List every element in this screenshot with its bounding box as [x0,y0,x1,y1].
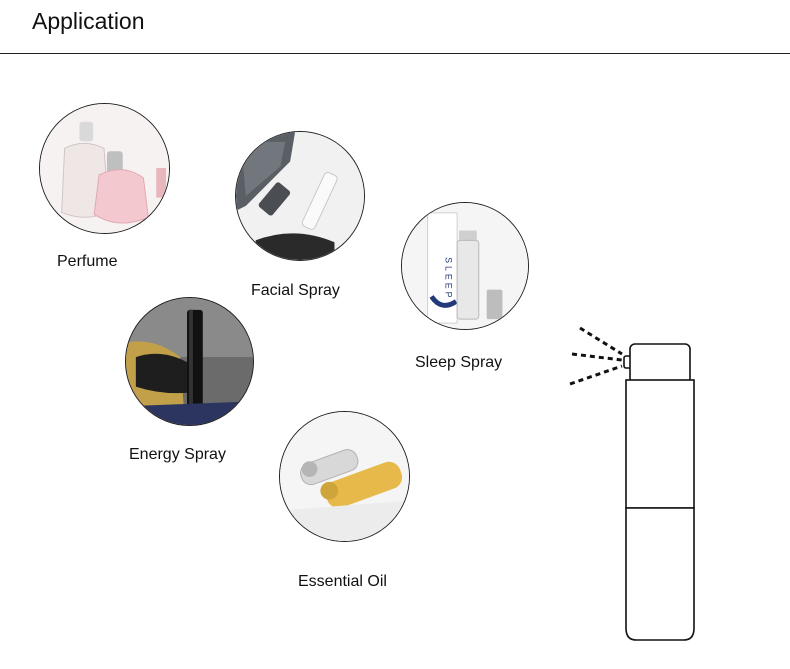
app-label-energy-spray: Energy Spray [129,446,226,463]
sleep-spray-photo-icon: SLEEP [402,203,528,329]
app-label-facial-spray: Facial Spray [251,282,340,299]
essential-oil-roller-photo-icon [280,412,409,541]
app-label-perfume: Perfume [57,253,118,270]
sleep-spray-image: SLEEP [401,202,529,330]
facial-spray-photo-icon [236,132,364,260]
perfume-image [39,103,170,234]
spray-bottle-outline-icon [569,326,695,641]
app-label-sleep-spray: Sleep Spray [415,354,503,371]
page-title: Application [32,8,145,34]
app-label-essential-oil: Essential Oil [298,573,387,590]
svg-text:SLEEP: SLEEP [443,257,453,300]
energy-spray-image [125,297,254,426]
essential-oil-image [279,411,410,542]
perfume-bottles-photo-icon [40,104,169,233]
energy-spray-photo-icon [126,298,253,425]
facial-spray-image [235,131,365,261]
header-divider [0,53,790,54]
